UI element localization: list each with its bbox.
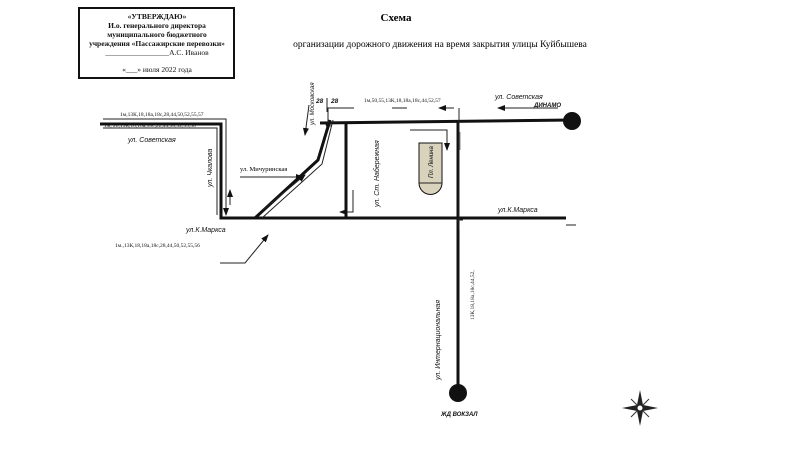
street-moskovskaya: ул. Московская (310, 82, 316, 126)
approval-stamp-box (78, 7, 235, 79)
approval-line-2: И.о. генерального директора (108, 21, 206, 30)
street-michurinskaya: ул. Мичуринская (240, 166, 287, 173)
street-sovetskaya-right: ул. Советская (494, 94, 543, 101)
street-sovetskaya-left: ул. Советская (127, 137, 176, 144)
route-label-28-b: 28 (330, 98, 339, 105)
route-label-5: 13К,18,18а,18с,44,52, (470, 270, 476, 320)
dinamo-label: ДИНАМО (533, 103, 561, 109)
approval-signature: _________________А.С. Иванов (104, 48, 209, 57)
route-label-1: 1м,13К,18,18а,18с,28,44,50,52,55,57 (120, 112, 204, 118)
route-label-28-a: 28 (315, 98, 324, 105)
scheme-subtitle: организации дорожного движения на время … (293, 39, 588, 50)
street-chkalova: ул. Чкалова (207, 149, 214, 188)
dinamo-point (563, 112, 581, 130)
street-internatsionalnaya: ул. Интернациональная (435, 300, 442, 381)
pl-lenina-label: Пл. Ленина (429, 146, 435, 178)
approval-date: «___» июля 2022 года (122, 65, 192, 74)
roads (100, 118, 573, 392)
route-label-3: 1м,50,55,13К,18,18а,18с,44,52,57 (364, 98, 441, 104)
street-k-marksa-left: ул.К.Маркса (185, 227, 226, 234)
compass-rose-icon (622, 390, 658, 426)
route-label-2: 1м, 28,13К,18,18а,18с,22,44,50,52,55,56 (104, 123, 196, 129)
approval-line-4: учреждения «Пассажирские перевозки» (89, 39, 225, 48)
street-k-marksa-right: ул.К.Маркса (497, 207, 538, 214)
zhd-vokzal-label: ЖД ВОКЗАЛ (440, 412, 478, 418)
route-label-4: 1м.,13К,18,18а,18с,28,44,50,52,55,56 (115, 243, 200, 249)
scheme-title: Схема (381, 12, 412, 24)
approval-line-3: муниципального бюджетного (107, 30, 207, 39)
street-naberezhnaya: ул. Ст. Набережная (373, 140, 381, 208)
approval-line-1: «УТВЕРЖДАЮ» (128, 12, 187, 21)
zhd-vokzal-point (449, 384, 467, 402)
route-lines (103, 98, 576, 264)
